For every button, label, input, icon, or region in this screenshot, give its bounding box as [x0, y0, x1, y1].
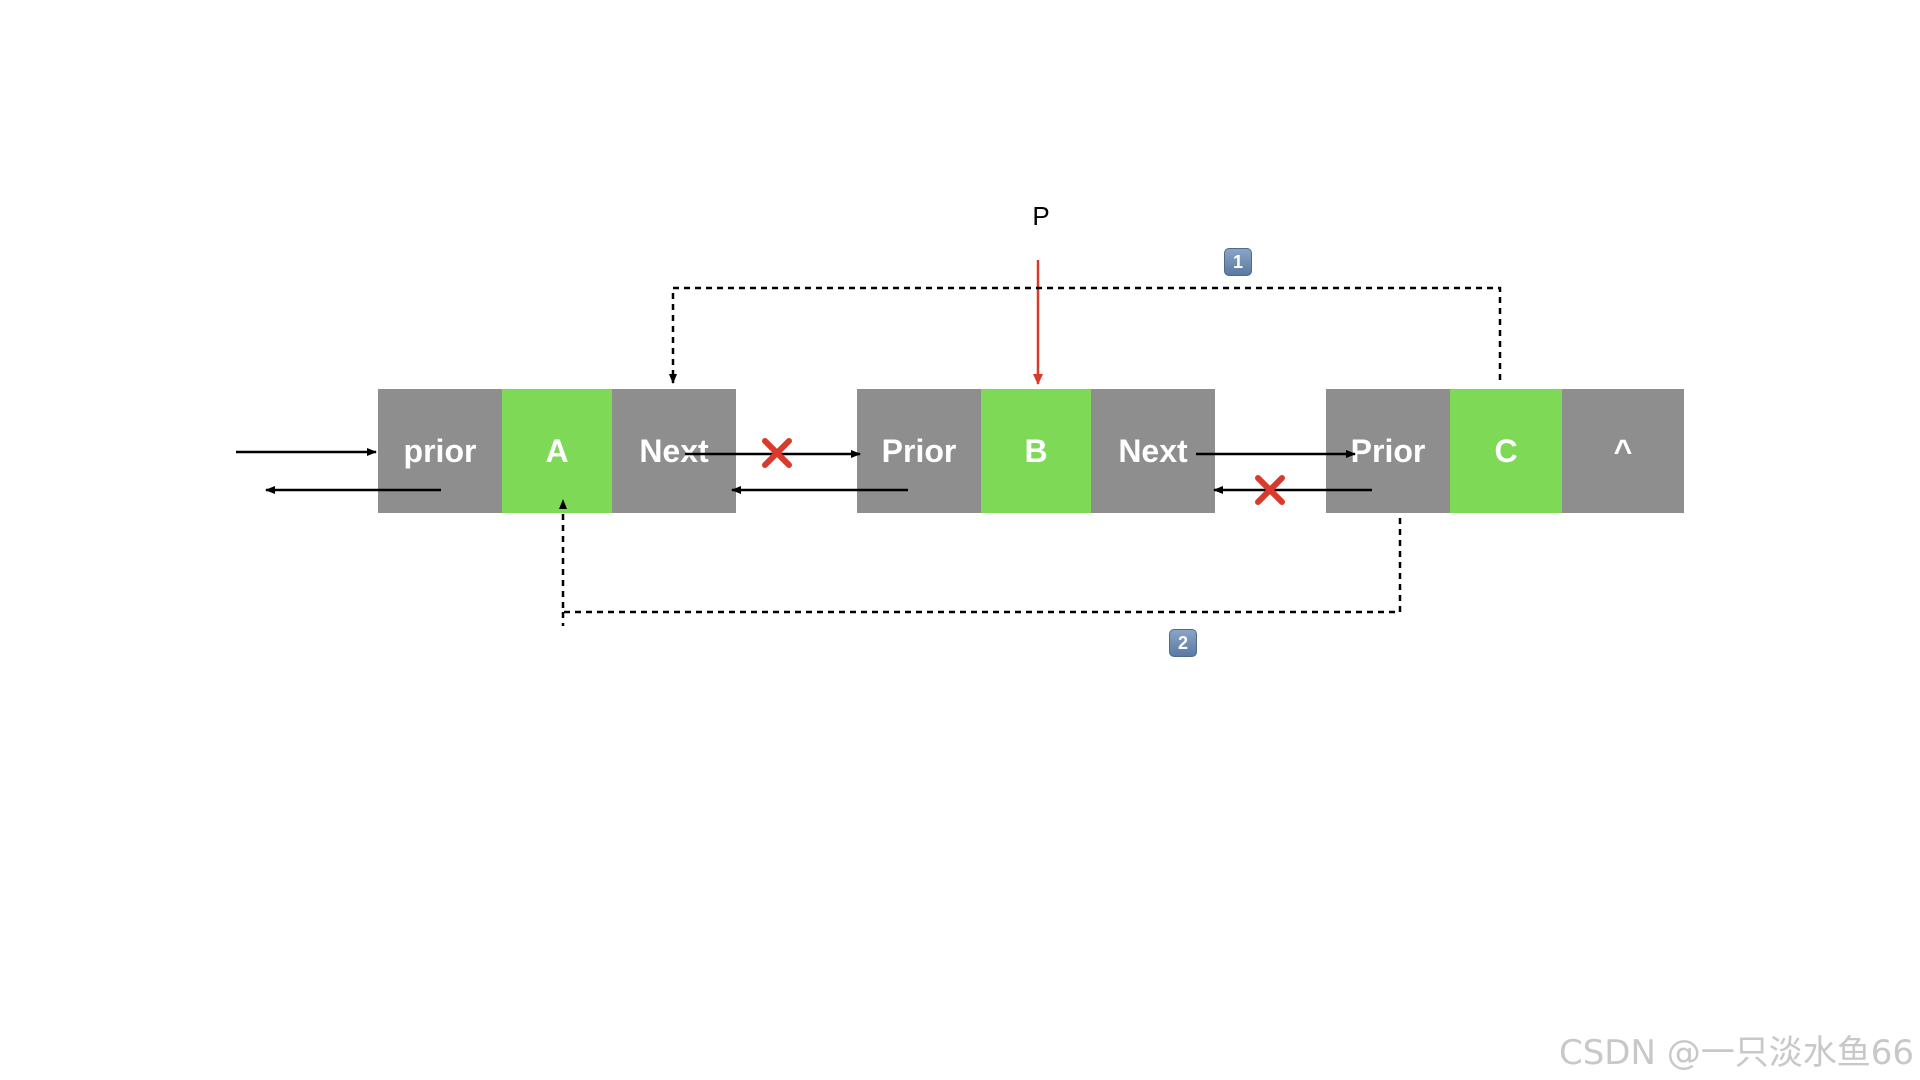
- cross-mark-a-next: [762, 438, 792, 468]
- step-badge-2: 2: [1169, 629, 1197, 657]
- node-a-data-field: A: [502, 389, 612, 513]
- node-c-null-label: ^: [1613, 432, 1633, 469]
- step-badge-1: 1: [1224, 248, 1252, 276]
- pointer-p-label: P: [1032, 201, 1050, 231]
- node-a-data-label: A: [545, 432, 569, 469]
- node-c-data-label: C: [1494, 432, 1518, 469]
- node-a-next-field: Next: [612, 389, 736, 513]
- dashed-link-2: [559, 499, 1402, 614]
- node-c-prior-field: Prior: [1326, 389, 1450, 513]
- node-c-data-field: C: [1450, 389, 1562, 513]
- node-b-data-field: B: [981, 389, 1091, 513]
- dashed-link-1: [669, 286, 1502, 384]
- node-b-prior-field: Prior: [857, 389, 981, 513]
- node-c-next-field: ^: [1562, 389, 1684, 513]
- node-b-next-label: Next: [1118, 432, 1188, 469]
- node-c-prior-label: Prior: [1350, 432, 1426, 469]
- cross-mark-c-prior: [1255, 475, 1285, 505]
- watermark: CSDN @一只淡水鱼66: [1558, 1033, 1914, 1073]
- node-b-next-field: Next: [1091, 389, 1215, 513]
- node-b-data-label: B: [1024, 432, 1048, 469]
- node-a-prior-field: prior: [378, 389, 502, 513]
- node-a-next-label: Next: [639, 432, 709, 469]
- node-b-prior-label: Prior: [881, 432, 957, 469]
- node-a-prior-label: prior: [403, 432, 477, 469]
